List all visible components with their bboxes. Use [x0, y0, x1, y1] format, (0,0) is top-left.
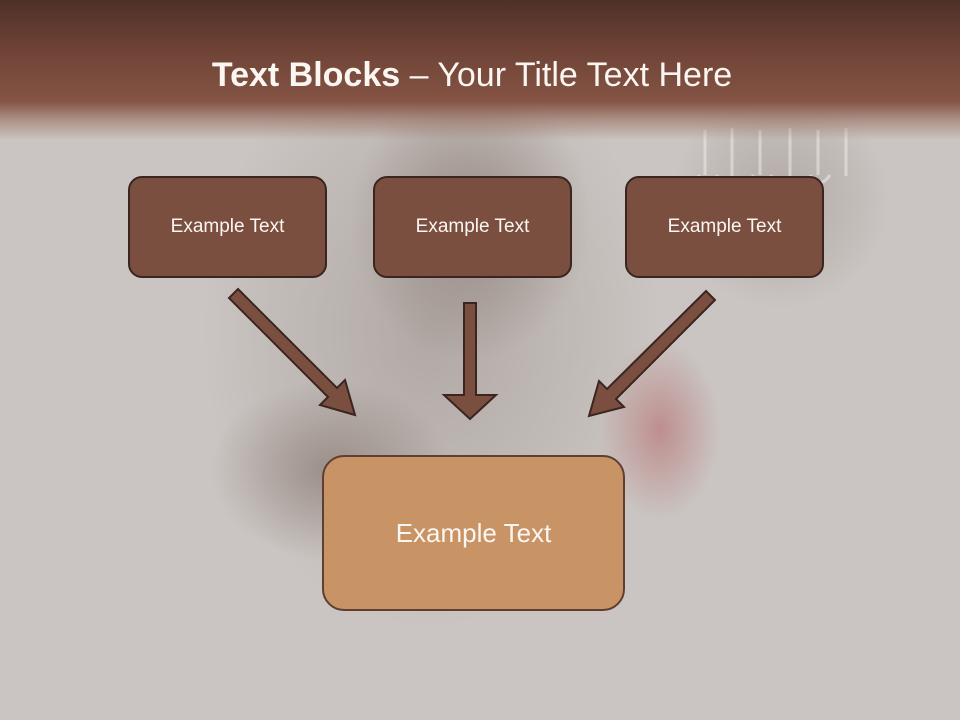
- source-block-1[interactable]: Example Text: [128, 176, 327, 278]
- target-block[interactable]: Example Text: [322, 455, 625, 611]
- arrow-left-icon: [227, 287, 357, 417]
- title-rest: – Your Title Text Here: [400, 56, 733, 94]
- header-band: [0, 0, 960, 140]
- slide-title: Text Blocks – Your Title Text Here: [0, 52, 944, 98]
- arrow-center-icon: [441, 302, 499, 421]
- source-block-1-label: Example Text: [170, 216, 285, 237]
- source-block-2-label: Example Text: [415, 216, 530, 237]
- target-block-label: Example Text: [395, 517, 552, 548]
- source-block-3[interactable]: Example Text: [625, 176, 824, 278]
- arrow-right-icon: [587, 289, 717, 418]
- source-block-2[interactable]: Example Text: [373, 176, 572, 278]
- source-block-3-label: Example Text: [667, 216, 782, 237]
- title-bold: Text Blocks: [211, 56, 401, 94]
